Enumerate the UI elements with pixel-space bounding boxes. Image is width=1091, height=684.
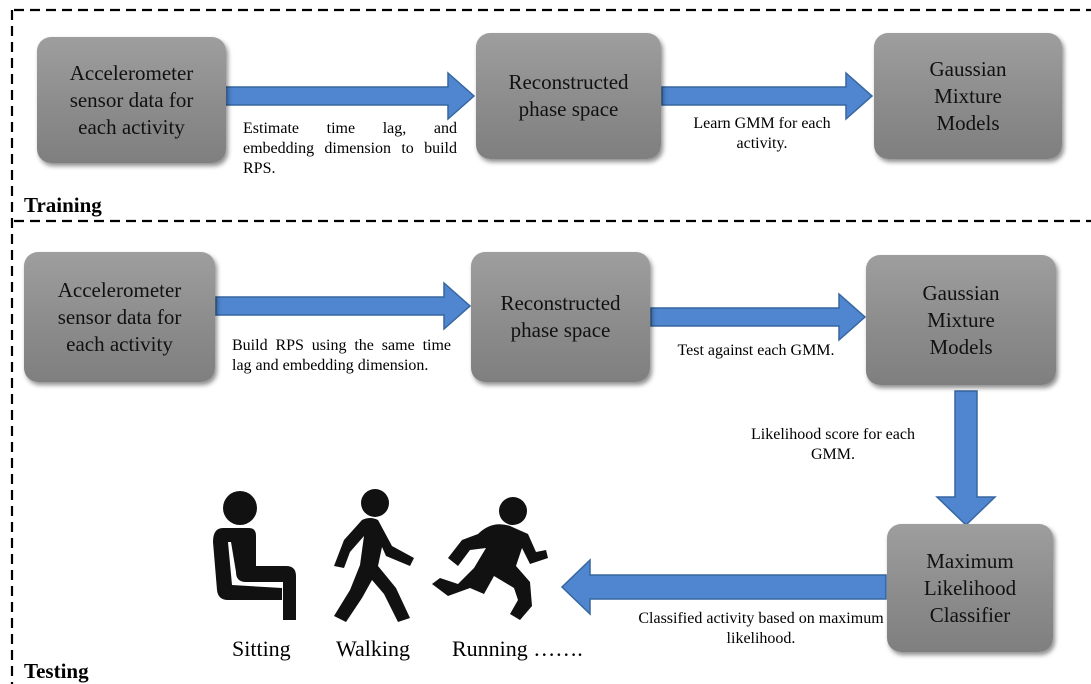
box-sensor-data-training-label: Accelerometer sensor data for each activ… [69, 60, 194, 139]
box-ml-classifier-label: Maximum Likelihood Classifier [923, 548, 1017, 627]
box-sensor-data-testing-label: Accelerometer sensor data for each activ… [57, 277, 182, 356]
box-rps-training-label: Reconstructed phase space [508, 70, 629, 121]
arrow-gmm-to-classifier [935, 390, 997, 527]
note-learn-gmm: Learn GMM for each activity. [693, 115, 831, 152]
training-label: Training [24, 193, 102, 217]
sitting-person-icon [213, 491, 296, 620]
arrow-sensor-to-rps-testing [215, 281, 472, 331]
label-walking: Walking [336, 636, 410, 661]
note-likelihood-score: Likelihood score for each GMM. [751, 426, 915, 463]
note-build-rps: Build RPS using the same time lag and em… [232, 337, 451, 374]
note-classified-activity: Classified activity based on maximum lik… [638, 610, 884, 647]
section-dividers [10, 8, 1091, 684]
box-rps-testing: Reconstructed phase space [471, 252, 650, 382]
arrow-rps-to-gmm-training [661, 71, 874, 121]
box-sensor-data-training: Accelerometer sensor data for each activ… [37, 37, 226, 163]
arrow-sensor-to-rps-training [223, 71, 476, 121]
label-running: Running ……. [452, 636, 583, 661]
label-sitting: Sitting [232, 636, 291, 661]
box-rps-testing-label: Reconstructed phase space [500, 291, 621, 342]
box-ml-classifier: Maximum Likelihood Classifier [887, 524, 1053, 652]
box-gmm-testing: Gaussian Mixture Models [866, 255, 1056, 385]
walking-person-icon [334, 489, 414, 622]
note-estimate-time-lag: Estimate time lag, and embedding dimensi… [243, 120, 457, 177]
arrow-rps-to-gmm-testing [650, 292, 867, 342]
note-test-against-gmm: Test against each GMM. [677, 342, 835, 359]
box-gmm-training: Gaussian Mixture Models [874, 33, 1062, 159]
box-gmm-training-label: Gaussian Mixture Models [929, 56, 1007, 135]
running-person-icon [432, 497, 548, 620]
box-gmm-testing-label: Gaussian Mixture Models [922, 280, 1000, 359]
box-sensor-data-testing: Accelerometer sensor data for each activ… [24, 252, 215, 382]
arrow-classifier-to-activities [560, 558, 887, 616]
box-rps-training: Reconstructed phase space [476, 33, 661, 159]
testing-label: Testing [24, 659, 89, 683]
